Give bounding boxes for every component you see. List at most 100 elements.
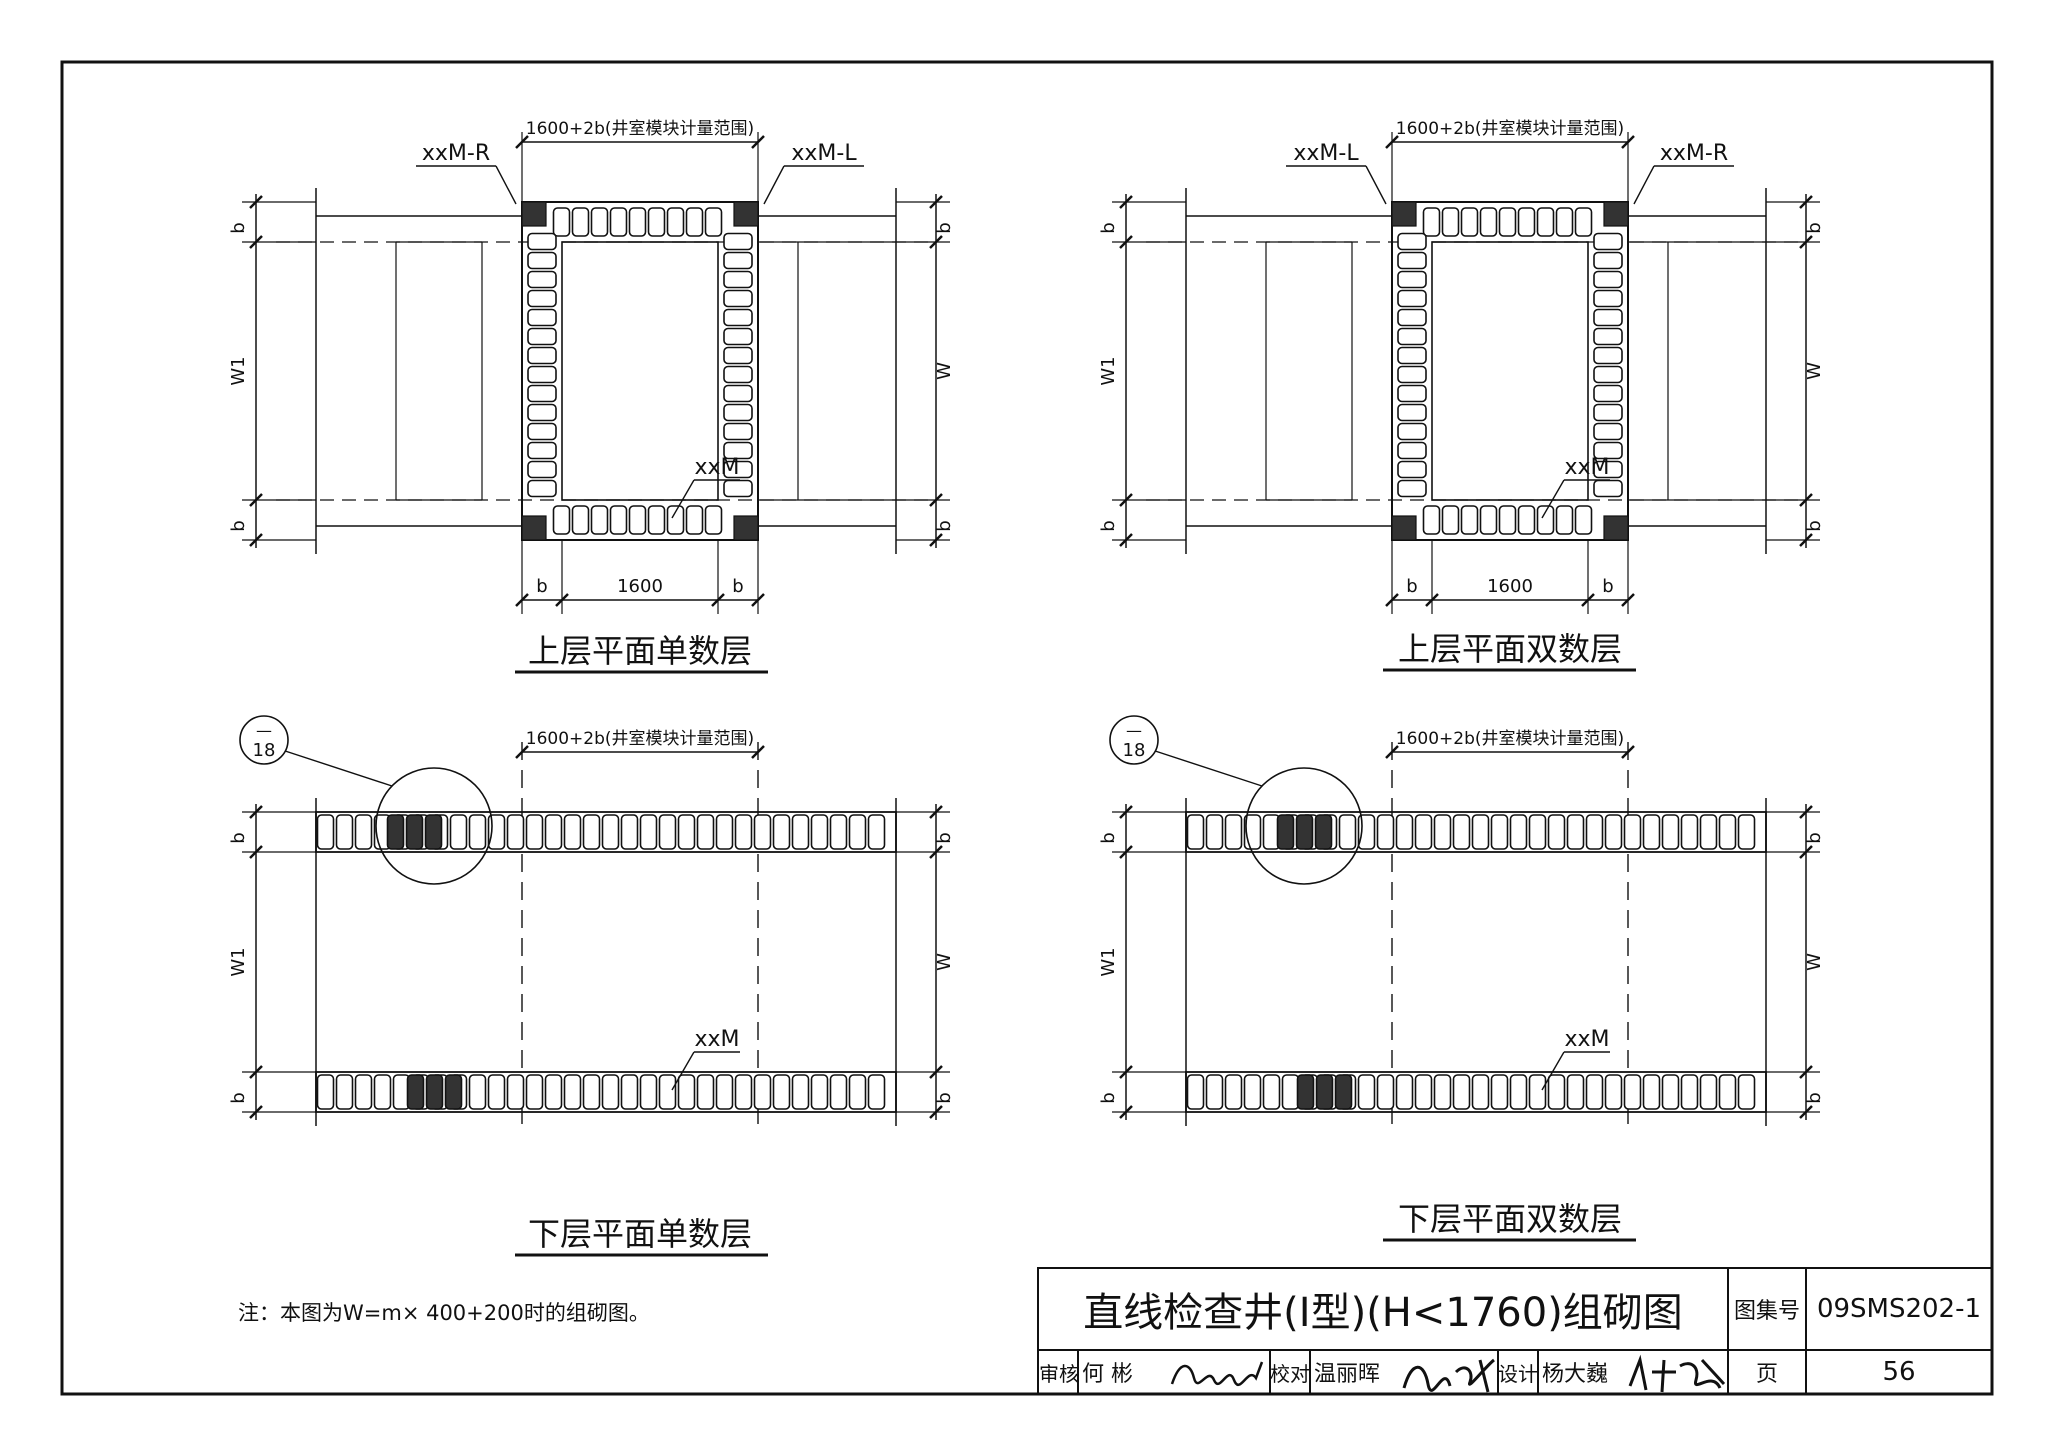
leader-line <box>1145 747 1263 787</box>
detail-ref-top: — <box>256 721 272 740</box>
module-brick <box>685 207 704 237</box>
module-label-mid: xxM <box>1564 455 1609 480</box>
module-brick <box>1737 1074 1756 1110</box>
module-brick <box>1593 289 1623 308</box>
side-dimension-label: b <box>1098 1092 1119 1103</box>
corner-module <box>1391 515 1417 541</box>
module-brick <box>506 1074 525 1110</box>
side-dimension-label: b <box>1804 222 1825 233</box>
module-brick <box>373 1074 392 1110</box>
module-brick <box>449 814 468 850</box>
module-brick <box>1397 327 1427 346</box>
module-brick <box>1376 1074 1395 1110</box>
leader-line <box>671 1051 695 1091</box>
module-brick <box>848 814 867 850</box>
side-dimension-label: W <box>934 362 955 380</box>
module-brick <box>590 207 609 237</box>
side-dimension-label: b <box>228 832 249 843</box>
sheet-border <box>60 60 1994 1396</box>
module-brick <box>1395 1074 1414 1110</box>
module-brick <box>1224 1074 1243 1110</box>
module-brick <box>723 479 753 498</box>
module-brick <box>1642 1074 1661 1110</box>
module-brick <box>527 270 557 289</box>
module-brick <box>1593 403 1623 422</box>
module-brick <box>723 346 753 365</box>
module-label-mid: xxM <box>694 455 739 480</box>
module-brick <box>1604 1074 1623 1110</box>
module-brick <box>723 232 753 251</box>
module-brick <box>552 207 571 237</box>
signature-checker <box>1402 1358 1495 1393</box>
atlas-number: 09SMS202-1 <box>1816 1294 1982 1324</box>
module-brick <box>1479 207 1498 237</box>
side-dimension-label: b <box>934 222 955 233</box>
module-brick <box>1661 814 1680 850</box>
module-brick <box>601 1074 620 1110</box>
leader-line <box>671 479 695 519</box>
module-brick <box>354 814 373 850</box>
bottom-dimension-label: b <box>536 576 547 597</box>
module-brick <box>1680 814 1699 850</box>
leader-line <box>1365 165 1387 205</box>
module-brick <box>1224 814 1243 850</box>
module-brick <box>527 232 557 251</box>
leader-line <box>495 165 517 205</box>
module-brick <box>1452 1074 1471 1110</box>
module-brick <box>1528 1074 1547 1110</box>
module-brick <box>1566 814 1585 850</box>
module-brick <box>406 1074 425 1110</box>
module-brick <box>609 505 628 535</box>
module-brick <box>601 814 620 850</box>
module-brick <box>527 365 557 384</box>
bottom-dimension-label: 1600 <box>1487 576 1533 597</box>
module-brick <box>1699 814 1718 850</box>
module-brick <box>1593 365 1623 384</box>
module-brick <box>1397 422 1427 441</box>
module-brick <box>527 346 557 365</box>
bottom-dimension-label: b <box>732 576 743 597</box>
module-brick <box>639 1074 658 1110</box>
side-dimension-label: W1 <box>1098 356 1119 385</box>
side-dimension-label: b <box>934 1092 955 1103</box>
module-brick <box>1397 289 1427 308</box>
module-brick <box>1623 814 1642 850</box>
module-brick <box>1593 346 1623 365</box>
module-brick <box>867 814 886 850</box>
module-brick <box>405 814 424 850</box>
side-dimension-label: W1 <box>228 356 249 385</box>
module-brick <box>628 505 647 535</box>
module-brick <box>424 814 443 850</box>
side-dimension-label: b <box>1098 222 1119 233</box>
module-brick <box>1397 384 1427 403</box>
module-brick <box>704 505 723 535</box>
module-brick <box>1593 251 1623 270</box>
module-brick <box>723 251 753 270</box>
module-brick <box>1536 505 1555 535</box>
module-brick <box>1186 1074 1205 1110</box>
module-brick <box>386 814 405 850</box>
module-brick <box>1471 1074 1490 1110</box>
module-brick <box>582 1074 601 1110</box>
module-brick <box>1414 1074 1433 1110</box>
module-brick <box>527 384 557 403</box>
module-brick <box>506 814 525 850</box>
view-title: 下层平面双数层 <box>1398 1200 1622 1238</box>
signature-designer <box>1628 1354 1726 1393</box>
side-dimension-label: b <box>1804 832 1825 843</box>
leader-line <box>763 165 785 205</box>
chamber-outline <box>1391 201 1629 541</box>
module-brick <box>677 814 696 850</box>
module-brick <box>1593 327 1623 346</box>
detail-ref-bubble <box>239 715 289 765</box>
side-dimension-label: b <box>1804 520 1825 531</box>
detail-ref-top: — <box>1126 721 1142 740</box>
module-brick <box>1574 505 1593 535</box>
module-brick <box>658 814 677 850</box>
module-brick <box>335 1074 354 1110</box>
designer-name: 杨大巍 <box>1542 1362 1609 1387</box>
drawing-note: 注：本图为W=m× 400+200时的组砌图。 <box>238 1301 650 1325</box>
module-brick <box>525 1074 544 1110</box>
